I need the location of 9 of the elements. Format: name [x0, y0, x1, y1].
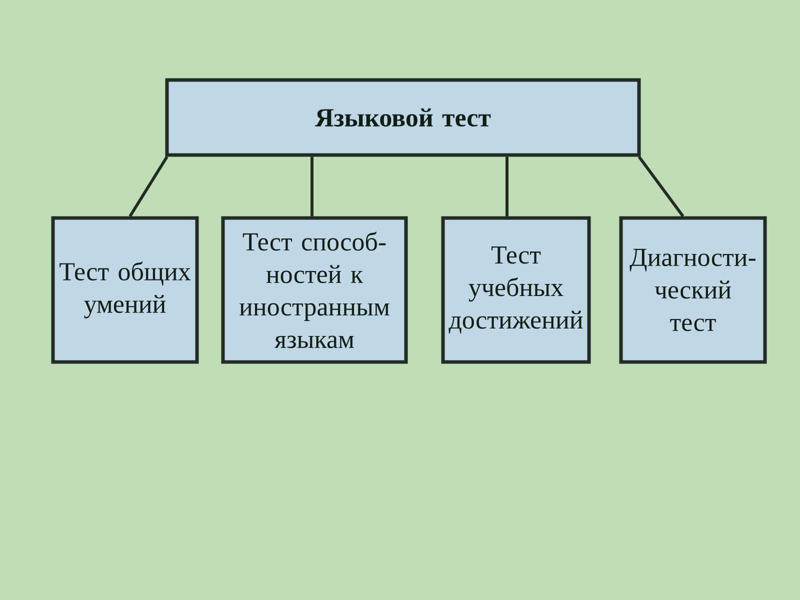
category-box: Тест общих умений — [51, 216, 199, 364]
connector-line — [506, 156, 508, 216]
category-box: Диагности- ческий тест — [619, 216, 767, 364]
connector-line — [128, 156, 168, 218]
heading-box: Языковой тест — [165, 78, 641, 157]
connector-line — [310, 156, 314, 216]
category-box: Тест учебных достижений — [441, 216, 591, 364]
category-box: Тест способ- ностей к иностранным языкам — [221, 216, 408, 364]
connector-line — [638, 156, 684, 218]
